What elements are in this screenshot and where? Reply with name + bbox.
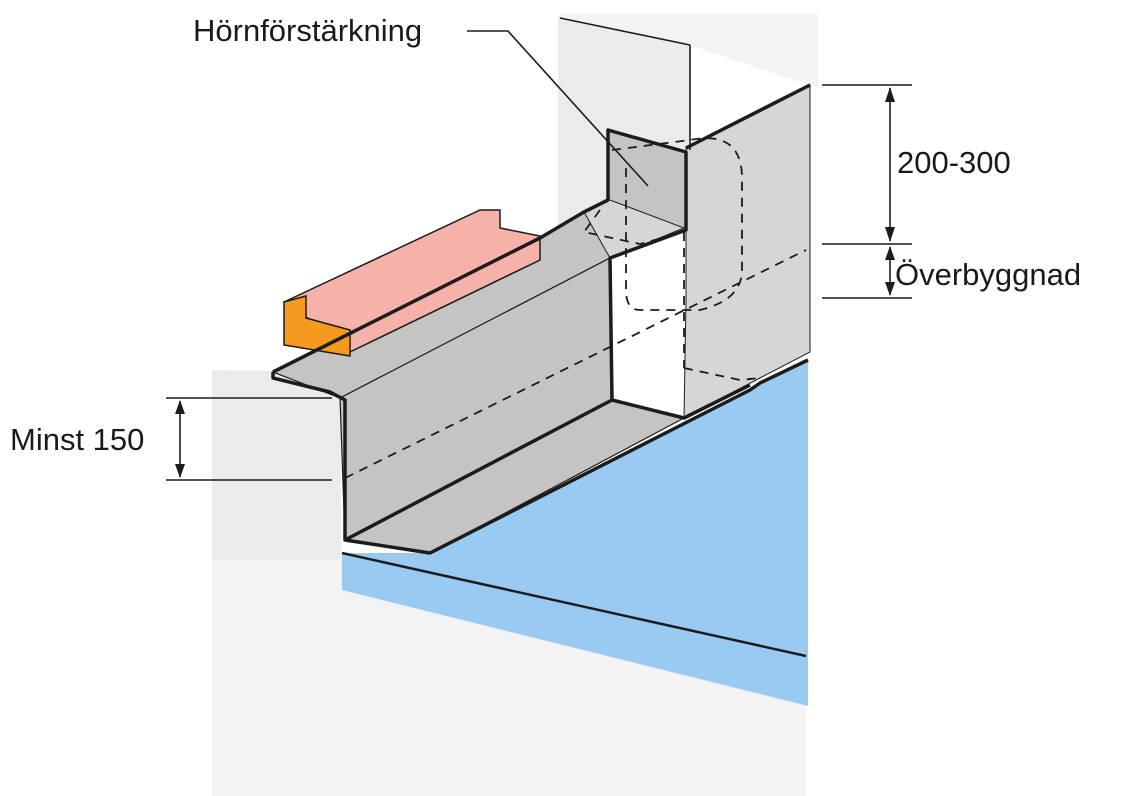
- dim-superstructure-arrowhead-top: [885, 246, 895, 260]
- dim-200-300-arrowhead-bottom: [885, 227, 895, 242]
- corner-hidden-base: [683, 367, 761, 381]
- height-range-label: 200-300: [897, 145, 1011, 180]
- superstructure-hidden-line: [344, 249, 807, 479]
- dim-minimum-arrowhead-top: [175, 400, 185, 414]
- reinforcement-hidden-outline: [611, 137, 743, 311]
- top-flange-outline: [272, 198, 609, 374]
- superstructure-label: Överbyggnad: [895, 257, 1081, 292]
- membrane-edge-line: [341, 551, 807, 658]
- minimum-label: Minst 150: [10, 422, 144, 457]
- reinforcement-hidden-base: [582, 209, 685, 245]
- dim-superstructure-arrowhead-bottom: [885, 282, 895, 296]
- edge-profile-bottom-edge: [344, 398, 613, 542]
- corner-reinforcement-leader: [467, 30, 649, 187]
- corner-reinforcement-label: Hörnförstärkning: [193, 13, 422, 48]
- wall-upper-block: [558, 18, 690, 230]
- dim-minimum-arrowhead-bottom: [175, 464, 185, 478]
- upstand-outline: [606, 128, 751, 420]
- roof-membrane: [342, 360, 808, 706]
- wall-top-line: [559, 17, 691, 46]
- wall-top-strip: [558, 14, 818, 88]
- upstand-top-edge: [685, 83, 811, 150]
- dim-200-300-arrowhead-top: [885, 87, 895, 102]
